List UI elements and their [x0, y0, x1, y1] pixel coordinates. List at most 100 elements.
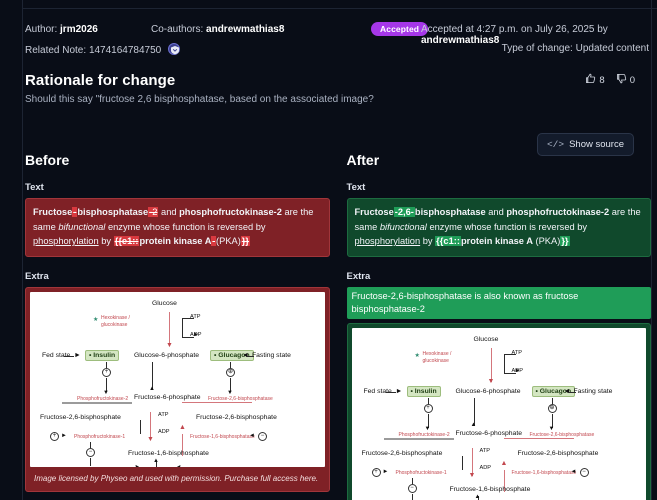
connector-red — [503, 437, 574, 439]
accepted-text: Accepted at 4:27 p.m. on July 26, 2025 b… — [421, 24, 608, 35]
arrow-right-1: ► — [193, 331, 199, 338]
node-g6p: Glucose-6-phosphate — [455, 387, 521, 395]
connector — [471, 447, 473, 476]
status-badge: Accepted — [371, 22, 429, 36]
node-pfk2: Phosphofructokinase-2 — [77, 395, 129, 402]
node-f26bp-left: Fructose-2,6-bisphosphate — [40, 413, 121, 421]
node-atp-top: ATP — [190, 313, 201, 320]
related-note-id: 1474164784750 — [88, 45, 162, 56]
arrow-up-red: ▲ — [500, 459, 508, 467]
node-fasting-state: Fasting state — [573, 387, 613, 395]
accepted-by[interactable]: andrewmathias8 — [421, 35, 500, 46]
left-rail-divider — [22, 0, 23, 500]
arrow-left-2: ◄ — [570, 468, 577, 475]
node-fbpase1: Fructose-1,6-bisphosphatase — [190, 433, 255, 440]
meta-row-primary: Author: jrm2026 Co-authors: andrewmathia… — [23, 22, 651, 46]
node-hexokinase-2: glucokinase — [101, 321, 128, 328]
note-badge-icon[interactable] — [168, 43, 181, 55]
downvote-count: 0 — [629, 74, 635, 86]
connector — [411, 493, 413, 500]
node-fed-state: Fed state — [363, 387, 392, 395]
node-adp-mid: ADP — [158, 428, 170, 435]
node-atp-mid: ATP — [479, 447, 490, 454]
node-hexokinase-1: Hexokinase / — [422, 350, 452, 357]
diff-segment: }} — [560, 236, 570, 246]
connector — [182, 336, 194, 338]
modifier-minus-citrate: − — [407, 483, 417, 493]
node-adp-top: ADP — [190, 331, 202, 338]
connector — [503, 353, 516, 355]
vote-controls: 8 0 — [585, 73, 635, 87]
arrow-down-red-2: ▼ — [468, 471, 476, 479]
diff-segment: phosphofructokinase-2 — [506, 207, 610, 217]
diff-segment: - — [72, 207, 78, 217]
diff-segment: Fructose — [33, 207, 73, 217]
connector — [551, 397, 553, 404]
diff-segment: by — [420, 236, 436, 246]
connector — [152, 361, 153, 390]
right-rail-divider — [651, 0, 652, 500]
arrow-left-2: ◄ — [249, 432, 255, 439]
connector — [473, 397, 475, 426]
diff-segment: protein kinase A — [139, 236, 212, 246]
diff-segment: (PKA) — [216, 236, 241, 246]
diff-segment: enzyme whose function is reversed by — [105, 221, 266, 232]
author-label: Author: — [25, 24, 58, 35]
connector — [182, 317, 183, 338]
connector — [503, 353, 505, 374]
upvote-control[interactable]: 8 — [585, 73, 605, 87]
connector — [106, 377, 107, 392]
show-source-button[interactable]: </> Show source — [536, 133, 634, 156]
node-glucose: Glucose — [473, 335, 499, 343]
star-icon: ★ — [414, 352, 420, 359]
node-f16bp: Fructose-1,6-bisphosphate — [449, 485, 531, 493]
node-glucose: Glucose — [152, 299, 177, 307]
node-f26bp-right: Fructose-2,6-bisphosphate — [517, 449, 599, 457]
diff-segment: and — [485, 207, 507, 217]
connector — [411, 477, 413, 484]
author-field: Author: jrm2026 — [25, 24, 98, 35]
diff-segment: }} — [240, 236, 251, 246]
type-of-change: Type of change: Updated content — [501, 43, 649, 54]
coauthors-value[interactable]: andrewmathias8 — [206, 24, 285, 35]
connector — [385, 391, 396, 393]
connector — [230, 377, 231, 392]
node-adp-top: ADP — [511, 367, 524, 374]
modifier-plus-glucagon: ⊕ — [226, 367, 235, 377]
downvote-control[interactable]: 0 — [616, 73, 635, 87]
modifier-plus-pfk1: + — [50, 431, 59, 441]
diff-segment: protein kinase A — [460, 236, 533, 246]
diff-segment: phosphorylation — [354, 236, 421, 246]
modifier-minus-fbpase1: − — [579, 467, 589, 477]
diff-segment: are the same — [354, 207, 641, 232]
node-hexokinase-2: glucokinase — [422, 357, 449, 364]
connector — [64, 355, 74, 357]
author-value[interactable]: jrm2026 — [60, 24, 98, 35]
before-column: Before Text Fructose-bisphosphatase-2 an… — [25, 152, 330, 500]
diff-columns: Before Text Fructose-bisphosphatase-2 an… — [25, 152, 651, 500]
arrow-left-1: ◄ — [242, 352, 249, 359]
connector — [551, 413, 553, 428]
node-f26bp-left: Fructose-2,6-bisphosphate — [361, 449, 443, 457]
node-f26bp-right: Fructose-2,6-bisphosphate — [196, 413, 277, 421]
arrow-left-1: ◄ — [564, 388, 571, 395]
node-f6p: Fructose-6-phosphate — [455, 429, 523, 437]
connector — [169, 311, 170, 346]
node-pfk1: Phosphofructokinase-1 — [395, 469, 447, 476]
header-divider — [22, 8, 657, 9]
diff-segment: by — [98, 236, 114, 246]
connector — [156, 459, 157, 467]
arrow-branch-left: ▲ — [132, 462, 142, 467]
arrow-right-2: ► — [395, 387, 403, 395]
diff-segment: bifunctional — [58, 221, 106, 232]
before-text-label: Text — [25, 182, 44, 193]
arrow-down-red: ▼ — [487, 377, 495, 385]
connector — [90, 441, 91, 448]
connector-gray — [62, 401, 132, 404]
node-atp-top: ATP — [511, 349, 522, 356]
diff-segment: {{c1:: — [435, 236, 461, 246]
arrow-right-3: ► — [61, 432, 67, 439]
